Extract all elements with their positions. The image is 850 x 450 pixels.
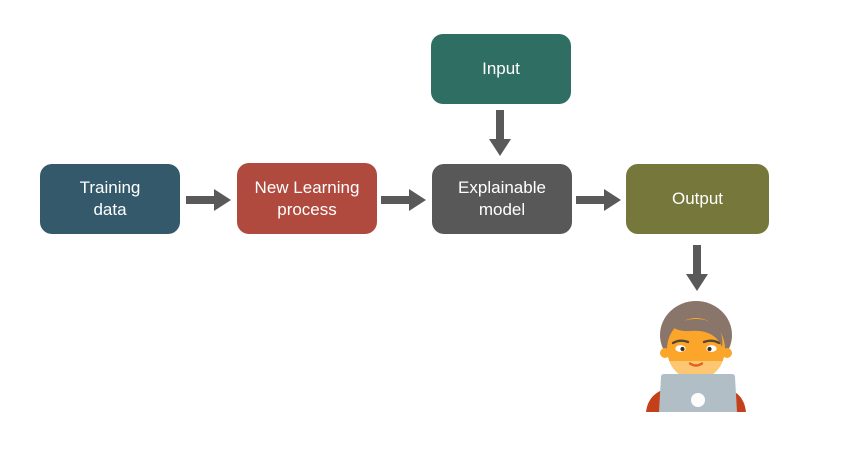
node-output: Output — [626, 164, 769, 234]
arrow-output-to-user — [686, 245, 708, 291]
arrow-down-icon — [489, 110, 511, 156]
node-input-label: Input — [482, 59, 520, 78]
laptop-logo — [691, 393, 705, 407]
arrow-right-icon — [186, 189, 231, 211]
node-training-data-label: Training data — [79, 178, 141, 219]
arrow-model-to-output — [576, 189, 621, 211]
arrow-down-icon — [686, 245, 708, 291]
person-brow-right — [702, 339, 721, 345]
user-at-laptop-icon — [646, 301, 746, 412]
arrow-input-to-model — [489, 110, 511, 156]
person-hair-fringe — [673, 319, 723, 347]
person-brow-left — [671, 339, 690, 345]
person-pupil-right — [707, 346, 712, 352]
arrow-right-icon — [576, 189, 621, 211]
node-explainable-model: Explainable model — [432, 164, 572, 234]
person-pupil-left — [680, 346, 685, 352]
node-learning-process-label: New Learning process — [254, 177, 360, 219]
arrow-right-icon — [381, 189, 426, 211]
node-learning-process: New Learning process — [237, 163, 377, 234]
arrow-process-to-model — [381, 189, 426, 211]
node-output-label: Output — [671, 189, 724, 208]
node-explainable-model-label: Explainable model — [458, 178, 546, 219]
node-training-data: Training data — [40, 164, 180, 234]
person-mouth — [688, 362, 704, 367]
arrow-training-to-process — [186, 189, 231, 211]
node-input: Input — [431, 34, 571, 104]
